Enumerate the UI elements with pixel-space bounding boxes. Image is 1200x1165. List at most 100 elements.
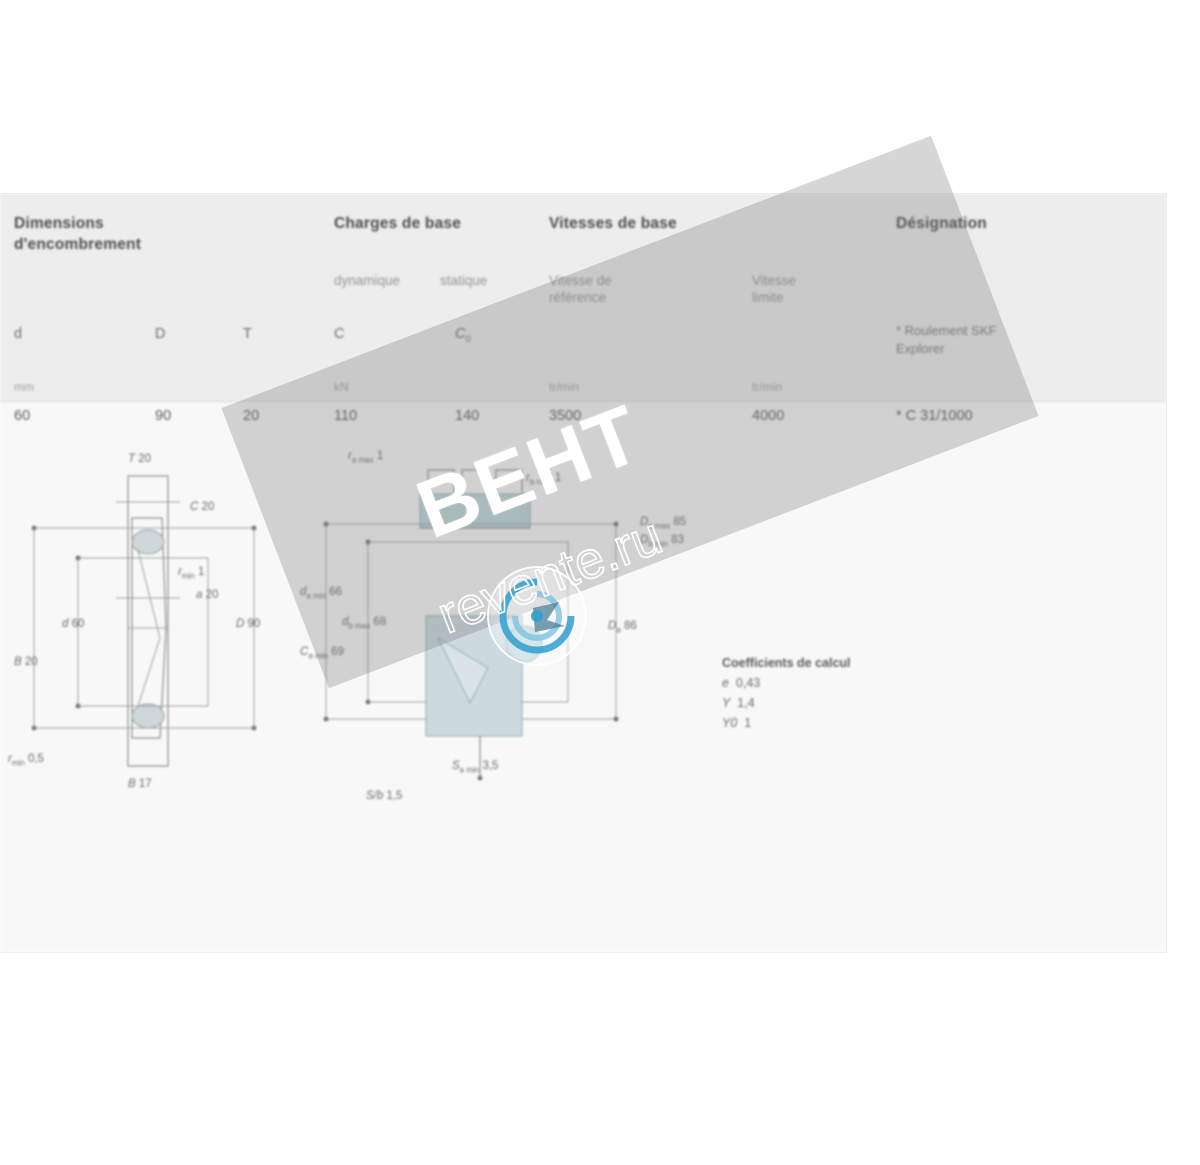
dim-Dbmin-sub: b min bbox=[648, 539, 668, 549]
calc-Y-val: 1,4 bbox=[737, 696, 755, 710]
dim-rmin-sym: r bbox=[178, 566, 182, 578]
cell-D: 90 bbox=[155, 408, 172, 424]
table-header-band bbox=[0, 194, 1166, 402]
calc-Y0-val: 1 bbox=[744, 716, 752, 730]
calc-e-val: 0,43 bbox=[735, 676, 761, 690]
scanned-content: Dimensions d'encombrement Charges de bas… bbox=[0, 194, 1166, 952]
column-group-charges: Charges de base bbox=[334, 215, 462, 232]
dim-dbmax-val: 68 bbox=[373, 616, 387, 628]
dim-C-val: 20 bbox=[201, 501, 215, 513]
dim-Da-sub: a bbox=[616, 625, 621, 635]
dim-r2min-sym: r bbox=[8, 753, 12, 765]
symbol-T: T bbox=[243, 326, 252, 342]
dim-label-a: a 20 bbox=[196, 589, 218, 601]
dim-damin-sym: d bbox=[300, 586, 307, 598]
dim-label-d: d 60 bbox=[62, 618, 84, 630]
symbol-C: C bbox=[334, 326, 345, 342]
dim-label-C: C 20 bbox=[190, 501, 214, 513]
dim-dbmax-sym: d bbox=[342, 616, 349, 628]
dim-label-rb-max: rb max 1 bbox=[526, 472, 561, 486]
dim-Da-val: 86 bbox=[623, 620, 637, 632]
dim-T-val: 20 bbox=[138, 453, 152, 465]
cell-vitesse-reference: 3500 bbox=[549, 408, 582, 424]
dim-r2min-sub: min bbox=[11, 758, 25, 768]
dim-label-Da: Da 86 bbox=[608, 620, 637, 634]
dim-Camin-sub: a min bbox=[308, 651, 328, 661]
cell-C0: 140 bbox=[455, 408, 480, 424]
cell-designation: * C 31/1000 bbox=[896, 408, 973, 424]
symbol-C0-subscript: 0 bbox=[465, 333, 471, 345]
dim-label-bottom: S/b 1,5 bbox=[366, 790, 402, 802]
dim-ramax-sym: r bbox=[348, 450, 352, 462]
calc-line-Y: Y 1,4 bbox=[722, 696, 755, 710]
dim-Damax-val: 85 bbox=[673, 516, 687, 528]
dim-label-Ca-min: Ca min 69 bbox=[300, 646, 344, 660]
dim-label-ra-max: ra max 1 bbox=[348, 450, 383, 464]
column-group-dimensions: Dimensions d'encombrement bbox=[14, 215, 142, 253]
unit-trmin-ref: tr/min bbox=[549, 380, 579, 394]
dim-label-Db-min: Db min 83 bbox=[640, 534, 684, 548]
symbol-C0-letter: C bbox=[455, 326, 466, 342]
dim-Camin-sym: C bbox=[300, 646, 309, 658]
calc-e-sym: e bbox=[722, 676, 729, 690]
dim-dbmax-sub: b max bbox=[348, 621, 371, 631]
cell-T: 20 bbox=[243, 408, 260, 424]
dim-a-sym: a bbox=[196, 589, 203, 601]
calc-coefficients-title: Coefficients de calcul bbox=[722, 656, 851, 670]
dim-ramax-val: 1 bbox=[376, 450, 384, 462]
dim-rmin-val: 1 bbox=[197, 566, 205, 578]
calc-Y-sym: Y bbox=[722, 696, 731, 710]
dim-Samin-val: 3,5 bbox=[482, 760, 499, 772]
abutment-dimensions-drawing bbox=[323, 469, 619, 781]
catalog-page-panel: Dimensions d'encombrement Charges de bas… bbox=[0, 194, 1166, 952]
technical-drawings-area: T 20 C 20 rmin 1 a 20 d 60 D 90 B 20 rmi… bbox=[0, 438, 1166, 952]
column-group-designation: Désignation bbox=[896, 215, 987, 232]
dim-D-val: 90 bbox=[247, 618, 261, 630]
dim-label-r2-min: rmin 0,5 bbox=[8, 753, 44, 767]
dim-bottom-sym: S/b bbox=[366, 790, 384, 802]
symbol-C0: C0 bbox=[455, 326, 471, 345]
dim-Dbmin-sym: D bbox=[640, 534, 649, 546]
cell-d: 60 bbox=[14, 408, 31, 424]
symbol-D: D bbox=[155, 326, 166, 342]
dim-Damax-sub: a max bbox=[648, 521, 671, 531]
dim-label-B: B 20 bbox=[14, 656, 38, 668]
symbol-d: d bbox=[14, 326, 23, 342]
dim-label-Da-max: Da max 85 bbox=[640, 516, 686, 530]
dim-rbmax-val: 1 bbox=[554, 472, 562, 484]
dim-rbmax-sub: b max bbox=[529, 477, 552, 487]
dim-r2min-val: 0,5 bbox=[27, 753, 44, 765]
dim-label-db-max: db max 68 bbox=[342, 616, 386, 630]
dim-Bsub-val: 17 bbox=[138, 778, 152, 790]
dim-C-sym: C bbox=[190, 501, 199, 513]
dim-rbmax-sym: r bbox=[526, 472, 530, 484]
dim-label-B-sub: B 17 bbox=[128, 778, 152, 790]
dim-Da-sym: D bbox=[608, 620, 617, 632]
dim-d-val: 60 bbox=[71, 618, 85, 630]
subheader-dynamique: dynamique bbox=[334, 273, 401, 288]
dim-rmin-sub: min bbox=[181, 571, 195, 581]
subheader-vitesse-limite: Vitesse limite bbox=[752, 273, 797, 305]
dim-Samin-sub: a min bbox=[459, 765, 480, 775]
dim-B-sym: B bbox=[14, 656, 22, 668]
dim-label-da-min: da min 66 bbox=[300, 586, 342, 600]
subheader-statique: statique bbox=[440, 273, 488, 288]
dim-D-sym: D bbox=[236, 618, 245, 630]
subheader-vitesse-reference: Vitesse de référence bbox=[549, 273, 612, 305]
dim-bottom-val: 1,5 bbox=[386, 790, 403, 802]
dim-ramax-sub: a max bbox=[351, 455, 374, 465]
dim-label-r-min: rmin 1 bbox=[178, 566, 204, 580]
dim-label-D: D 90 bbox=[236, 618, 260, 630]
dim-Damax-sym: D bbox=[640, 516, 649, 528]
dim-Bsub-sym: B bbox=[128, 778, 136, 790]
column-group-vitesses: Vitesses de base bbox=[549, 215, 677, 232]
unit-trmin-lim: tr/min bbox=[752, 380, 782, 394]
dim-Dbmin-val: 83 bbox=[671, 534, 684, 546]
dim-d-sym: d bbox=[62, 618, 69, 630]
cell-vitesse-limite: 4000 bbox=[752, 408, 785, 424]
calc-line-Y0: Y0 1 bbox=[722, 716, 751, 730]
table-data-row: 60 90 20 110 140 3500 4000 * C 31/1000 bbox=[0, 402, 1166, 438]
calc-Y0-sym: Y0 bbox=[722, 716, 738, 730]
dim-a-val: 20 bbox=[205, 589, 219, 601]
cell-C: 110 bbox=[334, 408, 358, 424]
